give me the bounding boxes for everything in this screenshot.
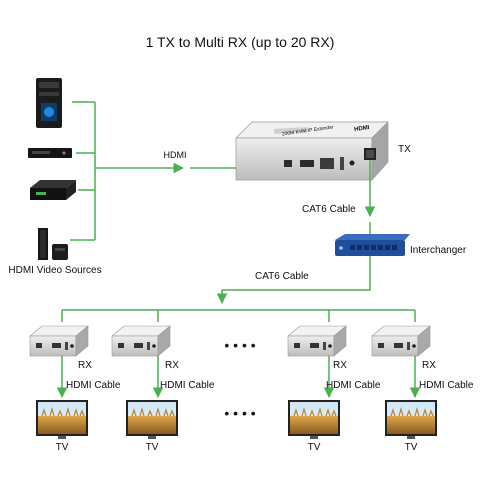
tx-brand-text: HDMI <box>354 125 370 133</box>
tv-label-1: TV <box>56 442 69 453</box>
network-switch <box>335 234 410 256</box>
ellipsis-bottom: • • • • <box>224 405 255 421</box>
cat6-bottom-label: CAT6 Cable <box>255 271 309 282</box>
switch-label: Interchanger <box>410 245 467 256</box>
rx-label-4: RX <box>422 360 436 371</box>
sources-label: HDMI Video Sources <box>8 265 101 276</box>
rx-label-3: RX <box>333 360 347 371</box>
tv-icon-4 <box>384 399 438 440</box>
diagram-title: 1 TX to Multi RX (up to 20 RX) <box>146 34 335 50</box>
cat6-bottom-lines <box>61 256 416 322</box>
cable-label-2: HDMI Cable <box>160 380 215 391</box>
tv-icon-2 <box>125 399 179 440</box>
rx-label-1: RX <box>78 360 92 371</box>
ellipsis-top: • • • • <box>224 337 255 353</box>
tv-label-3: TV <box>308 442 321 453</box>
cable-label-4: HDMI Cable <box>419 380 474 391</box>
hdmi-cable-lines <box>56 356 421 399</box>
rx-unit-3 <box>287 325 347 357</box>
tx-label: TX <box>398 144 411 155</box>
game-console-icon <box>38 228 68 260</box>
tv-label-4: TV <box>405 442 418 453</box>
tv-label-2: TV <box>146 442 159 453</box>
rx-unit-1 <box>29 325 89 357</box>
hdmi-label: HDMI <box>164 150 187 160</box>
set-top-box-icon <box>30 180 76 200</box>
cable-label-3: HDMI Cable <box>326 380 381 391</box>
cat6-top-label: CAT6 Cable <box>302 204 356 215</box>
tv-icon-3 <box>287 399 341 440</box>
desktop-pc-icon <box>36 78 62 128</box>
dvd-player-icon <box>28 148 72 158</box>
cable-label-1: HDMI Cable <box>66 380 121 391</box>
rx-unit-4 <box>371 325 431 357</box>
tv-icon-1 <box>35 399 89 440</box>
rx-unit-2 <box>111 325 171 357</box>
rx-label-2: RX <box>165 360 179 371</box>
tx-extender <box>235 121 389 181</box>
